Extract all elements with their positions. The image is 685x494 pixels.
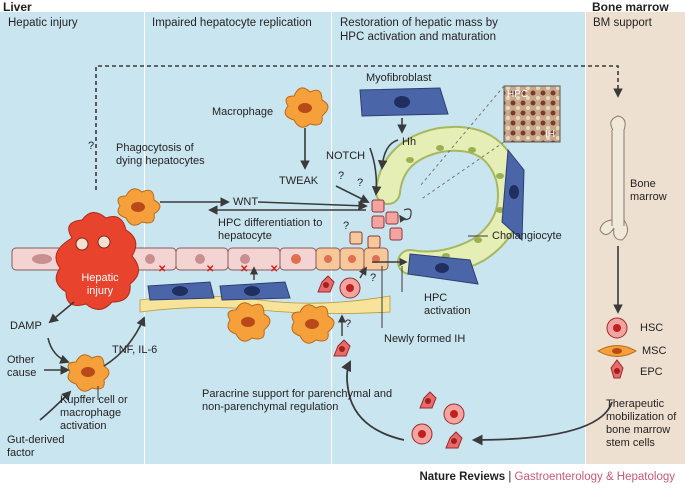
panel-title-restoration: Restoration of hepatic mass by HPC activ…	[340, 17, 498, 43]
injured-hepatocyte-nucleus-2	[97, 235, 111, 249]
panel-impaired-replication	[145, 12, 331, 464]
myofibroblast-lower-1	[147, 281, 215, 301]
arrow-wnt-hpc	[257, 200, 368, 211]
label-question-left: ?	[88, 140, 95, 152]
kupffer-cell	[67, 354, 110, 392]
arrow-kupffer-tnf	[103, 316, 146, 367]
hsc-cell-circ-1	[411, 423, 433, 445]
arrow-gut-kupffer	[39, 390, 72, 421]
label-question-1: ?	[338, 170, 345, 182]
phagocytic-macrophage	[117, 188, 161, 226]
msc-legend-icon	[597, 345, 637, 357]
label-phagocytosis: Phagocytosis of dying hepatocytes	[116, 142, 205, 167]
hsc-cell-1	[339, 277, 361, 299]
myofibroblast-lower-2	[219, 281, 291, 301]
label-kupffer: Kupffer cell or macrophage activation	[60, 394, 128, 432]
panel-title-impaired-replication: Impaired hepatocyte replication	[152, 17, 312, 29]
self-renewal-arrow	[399, 208, 412, 223]
label-hsc: HSC	[640, 322, 664, 334]
label-question-5: ?	[345, 318, 352, 330]
epc-cell-circ-2	[445, 431, 463, 449]
credit-journal: Gastroenterology & Hepatology	[514, 471, 675, 483]
injured-hepatocyte-nucleus-1	[75, 237, 89, 251]
hepatic-injury-blob	[55, 212, 139, 310]
hsc-legend-icon	[606, 317, 628, 339]
label-macrophage: Macrophage	[212, 106, 274, 118]
arrow-paracrine	[341, 360, 405, 441]
macrophage-sinusoid-2	[291, 304, 335, 344]
label-paracrine: Paracrine support for parenchymal and no…	[202, 388, 393, 413]
label-wnt: WNT	[233, 196, 259, 208]
label-hh: Hh	[402, 136, 417, 148]
label-gut-factor: Gut-derived factor	[7, 434, 65, 459]
label-epc: EPC	[640, 366, 663, 378]
label-question-3: ?	[343, 220, 350, 232]
bile-duct-ductular-reaction	[375, 125, 523, 277]
credit-line: Nature Reviews | Gastroenterology & Hepa…	[419, 471, 675, 483]
label-inset-hpc: HPC	[507, 89, 529, 100]
label-tnf-il6: TNF, IL-6	[112, 344, 158, 356]
label-cholangiocyte: Cholangiocyte	[492, 230, 562, 242]
macrophage-sinusoid-1	[227, 302, 271, 342]
label-inset-ih: IH	[545, 129, 555, 140]
hpc-cluster	[349, 199, 403, 249]
svg-text:✕: ✕	[270, 264, 278, 275]
myofibroblast-right	[501, 148, 525, 242]
header-bone-marrow: Bone marrow	[592, 0, 669, 14]
label-newly-formed-ih: Newly formed IH	[384, 333, 466, 345]
svg-text:✕: ✕	[206, 264, 214, 275]
arrow-damp-kupffer	[47, 337, 70, 364]
myofibroblast-top	[359, 87, 449, 117]
myofibroblast-bottom	[407, 253, 479, 285]
label-msc: MSC	[642, 345, 667, 357]
histology-inset	[419, 85, 561, 201]
arrow-hsc-up	[358, 266, 367, 279]
arrow-notch-hpc	[369, 147, 382, 196]
label-hpc-activation: HPC activation	[424, 292, 471, 317]
label-hpc-differentiation: HPC differentiation to hepatocyte	[218, 217, 323, 242]
macrophage-cell	[284, 87, 329, 128]
label-damp: DAMP	[10, 320, 42, 332]
label-other-cause: Other cause	[7, 354, 37, 379]
hsc-cell-circ-2	[443, 403, 465, 425]
bone-shape	[599, 115, 628, 241]
credit-separator: |	[505, 471, 515, 483]
panel-title-bm-support: BM support	[593, 17, 652, 29]
arrow-tweak-hpc	[335, 185, 370, 203]
label-question-2: ?	[357, 177, 364, 189]
epc-legend-icon	[610, 359, 624, 379]
panel-bm-support	[586, 12, 685, 464]
label-tweak: TWEAK	[279, 175, 319, 187]
header-liver: Liver	[3, 0, 32, 14]
label-hepatic-injury-blob: Hepatic injury	[81, 272, 119, 297]
bm-to-liver-dashed-arrow	[95, 65, 623, 190]
arrow-mobilization	[471, 401, 613, 446]
svg-text:✕: ✕	[240, 264, 248, 275]
epc-cell-circ-1	[419, 391, 437, 409]
label-therapeutic: Therapeutic mobilization of bone marrow …	[606, 398, 677, 449]
label-bone-marrow: Bone marrow	[630, 178, 667, 203]
svg-text:✕: ✕	[158, 264, 166, 275]
epc-cell-1	[317, 275, 335, 293]
panel-title-hepatic-injury: Hepatic injury	[8, 17, 78, 29]
arrow-hh-notch	[377, 139, 399, 170]
arrow-injury-damp	[48, 301, 75, 324]
label-question-4: ?	[370, 272, 377, 284]
credit-publisher: Nature Reviews	[419, 471, 506, 483]
label-myofibroblast: Myofibroblast	[366, 72, 432, 84]
epc-cell-2	[333, 339, 351, 357]
label-notch: NOTCH	[326, 150, 366, 162]
